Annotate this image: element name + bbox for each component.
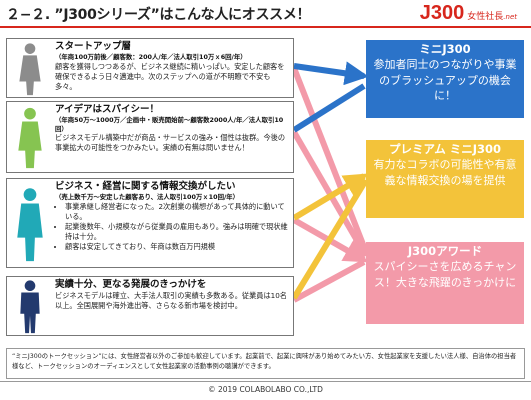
footer-divider bbox=[0, 381, 531, 382]
persona-subtitle: （年商50万〜1000万／企画中・販売開始前〜顧客数2000人/年／法人取引10… bbox=[55, 116, 284, 133]
copyright-footer: © 2019 COLABOLABO CO.,LTD bbox=[208, 385, 323, 394]
title-divider bbox=[0, 26, 531, 28]
woman-silhouette-icon bbox=[17, 188, 43, 262]
service-name: ミニJ300 bbox=[419, 42, 471, 56]
service-description: 参加者同士のつながりや事業のブラッシュアップの機会に！ bbox=[373, 58, 517, 102]
persona-body: ビジネスモデルは確立、大手法人取引の実績も多数ある。従業員は10名以上。全国展開… bbox=[55, 291, 287, 310]
persona-spicy-idea: アイデアはスパイシー！ （年商50万〜1000万／企画中・販売開始前〜顧客数20… bbox=[6, 101, 294, 173]
list-item: 事業承継し経営者になった。2次創業の構想があって具体的に動いている。 bbox=[65, 202, 290, 222]
persona-title: 実績十分、更なる発展のきっかけを bbox=[55, 279, 207, 290]
persona-subtitle: （年商100万前後／顧客数：200人/年／法人取引10万ｘ6回/年） bbox=[55, 53, 247, 61]
persona-body: ビジネスモデル構築中だが商品・サービスの強み・個性は抜群。今後の事業拡大の可能性… bbox=[55, 133, 286, 152]
talk-session-note: “ミニJ300のトークセッション”には、女性経営者以外のご参加も歓迎しています。… bbox=[6, 348, 525, 379]
service-j300-award: J300アワード スパイシーさを広めるチャンス！大きな飛躍のきっかけに bbox=[366, 242, 524, 324]
arrow-spicy-to-mini bbox=[292, 83, 366, 133]
woman-silhouette-icon bbox=[19, 43, 41, 96]
list-item: 起業後数年、小規模ながら従業員の雇用もあり。強みは明確で現状維持は十分。 bbox=[65, 222, 290, 242]
woman-silhouette-icon bbox=[18, 107, 42, 169]
persona-title: ビジネス・経営に関する情報交換がしたい bbox=[55, 181, 236, 192]
service-description: 有力なコラボの可能性や有意義な情報交換の場を提供 bbox=[373, 158, 517, 187]
arrow-business-to-premium bbox=[292, 173, 369, 221]
persona-info-exchange: ビジネス・経営に関する情報交換がしたい （売上数千万〜安定した顧客あり、法人取引… bbox=[6, 178, 294, 268]
arrow-results-to-premium bbox=[291, 178, 369, 300]
arrow-startup-to-mini bbox=[293, 61, 369, 86]
service-mini-j300: ミニJ300 参加者同士のつながりや事業のブラッシュアップの機会に！ bbox=[366, 40, 524, 118]
logo-sub: 女性社長 bbox=[467, 12, 504, 22]
man-silhouette-icon bbox=[20, 280, 40, 334]
persona-bullet-list: 事業承継し経営者になった。2次創業の構想があって具体的に動いている。 起業後数年… bbox=[55, 202, 290, 252]
service-name: プレミアム ミニJ300 bbox=[389, 142, 501, 156]
arrow-startup-to-award bbox=[291, 66, 369, 254]
service-premium-mini-j300: プレミアム ミニJ300 有力なコラボの可能性や有意義な情報交換の場を提供 bbox=[366, 140, 524, 218]
page-title: ２−２. ”J300シリーズ”はこんな人にオススメ！ bbox=[6, 7, 311, 23]
persona-subtitle: （売上数千万〜安定した顧客あり、法人取引100万ｘ10回/年） bbox=[55, 193, 240, 201]
service-description: スパイシーさを広めるチャンス！大きな飛躍のきっかけに bbox=[373, 260, 517, 289]
logo-net: .net bbox=[503, 13, 517, 21]
arrow-results-to-award bbox=[292, 259, 366, 303]
list-item: 顧客は安定してきており、年商は数百万円規模 bbox=[65, 242, 290, 252]
logo-main: J300 bbox=[419, 2, 465, 24]
persona-body: 顧客を獲得しつつあるが、ビジネス継続に精いっぱい。安定した顧客を確保できるよう日… bbox=[55, 61, 285, 91]
persona-title: スタートアップ層 bbox=[55, 41, 132, 52]
persona-proven-results: 実績十分、更なる発展のきっかけを ビジネスモデルは確立、大手法人取引の実績も多数… bbox=[6, 276, 294, 336]
persona-title: アイデアはスパイシー！ bbox=[55, 104, 160, 115]
service-name: J300アワード bbox=[407, 244, 483, 258]
persona-startup: スタートアップ層 （年商100万前後／顧客数：200人/年／法人取引10万ｘ6回… bbox=[6, 38, 294, 98]
